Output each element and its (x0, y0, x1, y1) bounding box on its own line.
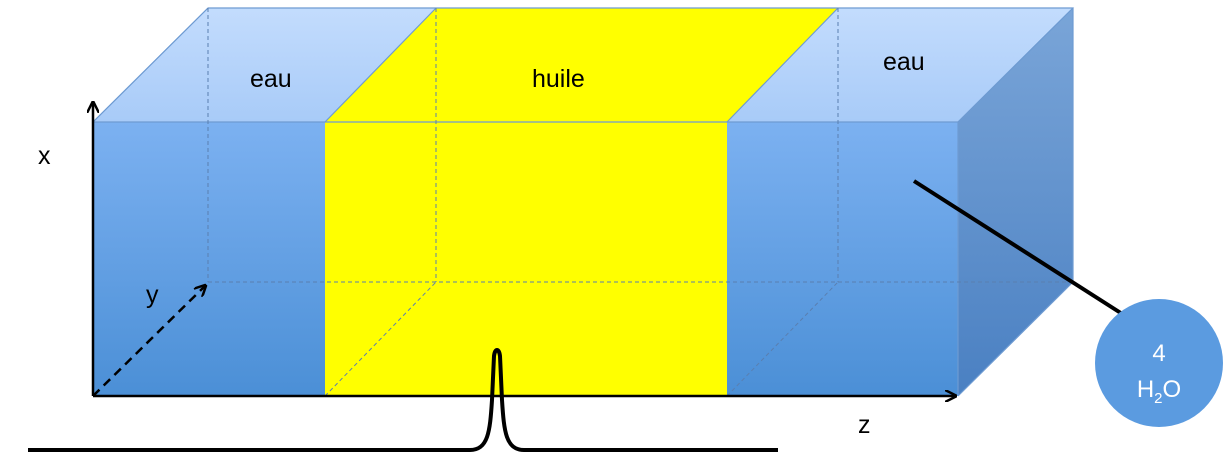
molecule-count: 4 (1152, 340, 1165, 367)
box-edges (92, 7, 1074, 397)
axis-y-label: y (146, 281, 159, 309)
formula-subscript: 2 (1154, 390, 1162, 407)
front-oil (325, 122, 727, 396)
molecule-formula: H2O (1137, 376, 1181, 407)
axis-x-label: x (38, 142, 51, 170)
front-water-right (727, 122, 958, 396)
water-molecule-circle (1095, 299, 1223, 427)
hidden-edges (207, 8, 1073, 397)
region-right-label: eau (883, 48, 925, 76)
axis-z-label: z (858, 411, 871, 439)
formula-suffix: O (1163, 376, 1182, 403)
formula-prefix: H (1137, 376, 1154, 403)
profile-curve (28, 348, 778, 452)
front-water-left (93, 122, 325, 396)
molecule-arrow (912, 179, 1138, 324)
region-left-label: eau (250, 65, 292, 93)
top-face-oil (325, 8, 838, 122)
y-axis-arrow (92, 286, 205, 397)
side-face (958, 8, 1073, 396)
region-middle-label: huile (532, 65, 585, 93)
